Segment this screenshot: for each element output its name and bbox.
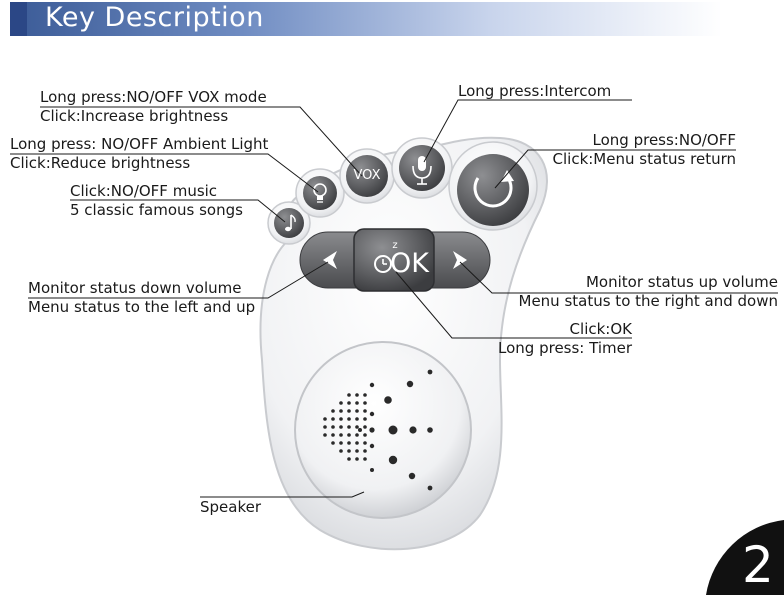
page-corner [706, 520, 784, 595]
speaker-hole [369, 443, 375, 449]
speaker-hole [355, 457, 359, 461]
speaker-hole [339, 409, 343, 413]
speaker-hole [347, 393, 351, 397]
vox-button-label: VOX [353, 168, 381, 183]
arrow-right-icon [453, 251, 467, 269]
speaker-hole [363, 433, 367, 437]
speaker-hole [331, 433, 335, 437]
speaker-grille [323, 369, 433, 491]
speaker-hole [388, 425, 398, 435]
ambient-light-button[interactable] [303, 176, 337, 210]
ok-sleep-mark: z [392, 240, 398, 251]
speaker-hole [347, 433, 351, 437]
label-intercom: Long press:Intercom [458, 82, 612, 100]
speaker-hole [384, 396, 392, 404]
music-button[interactable] [274, 208, 304, 238]
speaker-hole [347, 457, 351, 461]
speaker-hole [369, 427, 375, 433]
speaker-hole [331, 441, 335, 445]
page-title: Key Description [45, 2, 264, 33]
speaker-hole [339, 441, 343, 445]
speaker-hole [355, 417, 359, 421]
arrow-left-icon [323, 251, 337, 269]
speaker-hole [339, 449, 343, 453]
leader-lines [10, 99, 778, 498]
speaker-hole [409, 426, 417, 434]
speaker-hole [347, 449, 351, 453]
speaker-hole [339, 401, 343, 405]
microphone-icon [412, 156, 432, 185]
speaker-hole [347, 417, 351, 421]
speaker-hole [347, 401, 351, 405]
speaker-hole [323, 425, 327, 429]
speaker-hole [408, 472, 416, 480]
power-icon [473, 170, 514, 208]
vox-button[interactable] [346, 155, 388, 197]
speaker-hole [323, 417, 327, 421]
speaker-hole [323, 433, 327, 437]
speaker-hole [355, 409, 359, 413]
speaker-hole [363, 441, 367, 445]
ok-timer-icon [374, 255, 392, 273]
speaker-hole [331, 425, 335, 429]
header-bar [10, 2, 784, 36]
speaker-hole [355, 425, 359, 429]
speaker-hole [355, 449, 359, 453]
music-note-icon [285, 214, 296, 232]
page-number: 2 [742, 536, 774, 594]
label-speaker: Speaker [200, 498, 262, 516]
speaker-hole [363, 393, 367, 397]
left-button[interactable] [302, 232, 354, 288]
speaker-hole [406, 380, 414, 388]
power-button[interactable] [457, 154, 529, 226]
speaker-hole [370, 468, 374, 472]
right-button[interactable] [434, 232, 488, 288]
speaker-hole [369, 411, 375, 417]
speaker-hole [363, 457, 367, 461]
lightbulb-icon [313, 183, 327, 203]
speaker-hole [331, 417, 335, 421]
speaker-hole [347, 409, 351, 413]
speaker-hole [339, 417, 343, 421]
speaker-hole [363, 417, 367, 421]
speaker-hole [339, 433, 343, 437]
speaker-hole [347, 425, 351, 429]
speaker-hole [388, 455, 398, 465]
speaker-hole [427, 427, 433, 433]
header-accent [10, 2, 27, 36]
speaker-hole [427, 485, 433, 491]
navigation-pad [299, 228, 491, 292]
speaker-hole [355, 401, 359, 405]
speaker-hole [363, 401, 367, 405]
speaker-hole [427, 369, 433, 375]
speaker-hole [363, 449, 367, 453]
speaker-hole [363, 425, 367, 429]
speaker-hole [363, 409, 367, 413]
speaker-hole [347, 441, 351, 445]
speaker-hole [355, 441, 359, 445]
speaker-hole [355, 393, 359, 397]
speaker [294, 341, 472, 519]
speaker-hole [369, 382, 375, 388]
ok-button[interactable] [374, 255, 392, 273]
speaker-hole [358, 428, 362, 432]
speaker-hole [355, 433, 359, 437]
intercom-button[interactable] [399, 145, 445, 191]
speaker-hole [331, 409, 335, 413]
ok-button-label: OK [390, 248, 429, 279]
speaker-hole [339, 425, 343, 429]
